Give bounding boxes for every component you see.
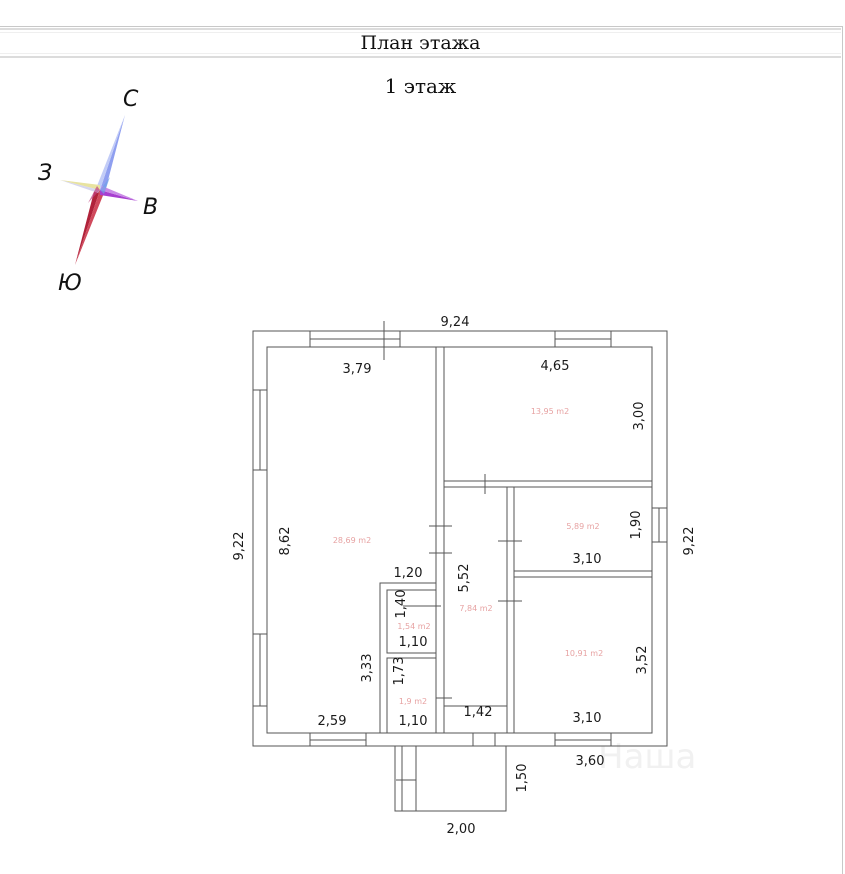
dim-living-height: 8,62 (278, 527, 293, 556)
dim-bedroom-bottom-width: 3,10 (573, 711, 602, 726)
plan-header: План этажа (0, 28, 841, 58)
area-bedroom-bottom: 10,91 m2 (565, 649, 603, 658)
dim-wc-depth: 1,73 (392, 657, 407, 686)
outer-wall-outer (252, 330, 668, 747)
dim-small-room-width: 3,10 (573, 552, 602, 567)
compass-south-needle-light (75, 190, 104, 265)
dim-porch-offset: 3,60 (576, 754, 605, 769)
walls (252, 330, 668, 812)
dim-bath-depth: 1,40 (394, 590, 409, 619)
area-hall: 7,84 m2 (459, 604, 492, 613)
compass-west-label: З (38, 161, 52, 186)
area-bedroom-top: 13,95 m2 (531, 407, 569, 416)
porch-outline (394, 746, 507, 812)
dim-porch-width: 2,00 (447, 822, 476, 837)
dim-top-total: 9,24 (441, 315, 470, 330)
compass-east-needle-light (100, 186, 138, 201)
compass-east-label: В (143, 195, 158, 220)
dim-bedroom-top-depth: 3,00 (632, 402, 647, 431)
dim-bedroom-bottom-depth: 3,52 (635, 646, 650, 675)
area-living: 28,69 m2 (333, 536, 371, 545)
dim-living-lower: 3,33 (360, 654, 375, 683)
compass-north-label: С (123, 87, 139, 112)
dim-hall-bottom: 1,42 (464, 705, 493, 720)
compass-rose: С З В Ю (38, 87, 158, 296)
dim-porch-depth: 1,50 (515, 764, 530, 793)
dim-hall-depth: 5,52 (457, 564, 472, 593)
area-bath: 1,54 m2 (397, 622, 430, 631)
compass-south-label: Ю (58, 271, 82, 296)
dim-right-total: 9,22 (682, 527, 697, 556)
door-markers (383, 321, 522, 781)
page-frame (0, 26, 843, 874)
compass-west-needle-light (60, 180, 100, 193)
dim-small-room-depth: 1,90 (629, 511, 644, 540)
compass-south-needle (75, 188, 100, 265)
area-small-room: 5,89 m2 (566, 522, 599, 531)
dim-bath-width: 1,20 (394, 566, 423, 581)
header-inner-line (0, 32, 841, 54)
compass-ne-needle (100, 177, 110, 194)
compass-sw-needle (88, 186, 100, 203)
dim-living-bottom: 2,59 (318, 714, 347, 729)
compass-north-needle (100, 115, 125, 192)
outer-wall-inner (266, 346, 653, 734)
bath-room (386, 589, 437, 654)
wc-room (386, 657, 437, 734)
dim-living-width: 3,79 (343, 362, 372, 377)
dim-left-total: 9,22 (232, 532, 247, 561)
dim-wc-width: 1,10 (399, 714, 428, 729)
area-wc: 1,9 m2 (399, 697, 427, 706)
dim-bath-inner-width: 1,10 (399, 635, 428, 650)
dim-bedroom-top-width: 4,65 (541, 359, 570, 374)
watermark: Наша (598, 737, 696, 777)
plan-header-title: План этажа (360, 32, 481, 54)
windows (252, 330, 668, 747)
floor-title: 1 этаж (384, 74, 457, 98)
compass-north-needle-light (97, 115, 125, 190)
